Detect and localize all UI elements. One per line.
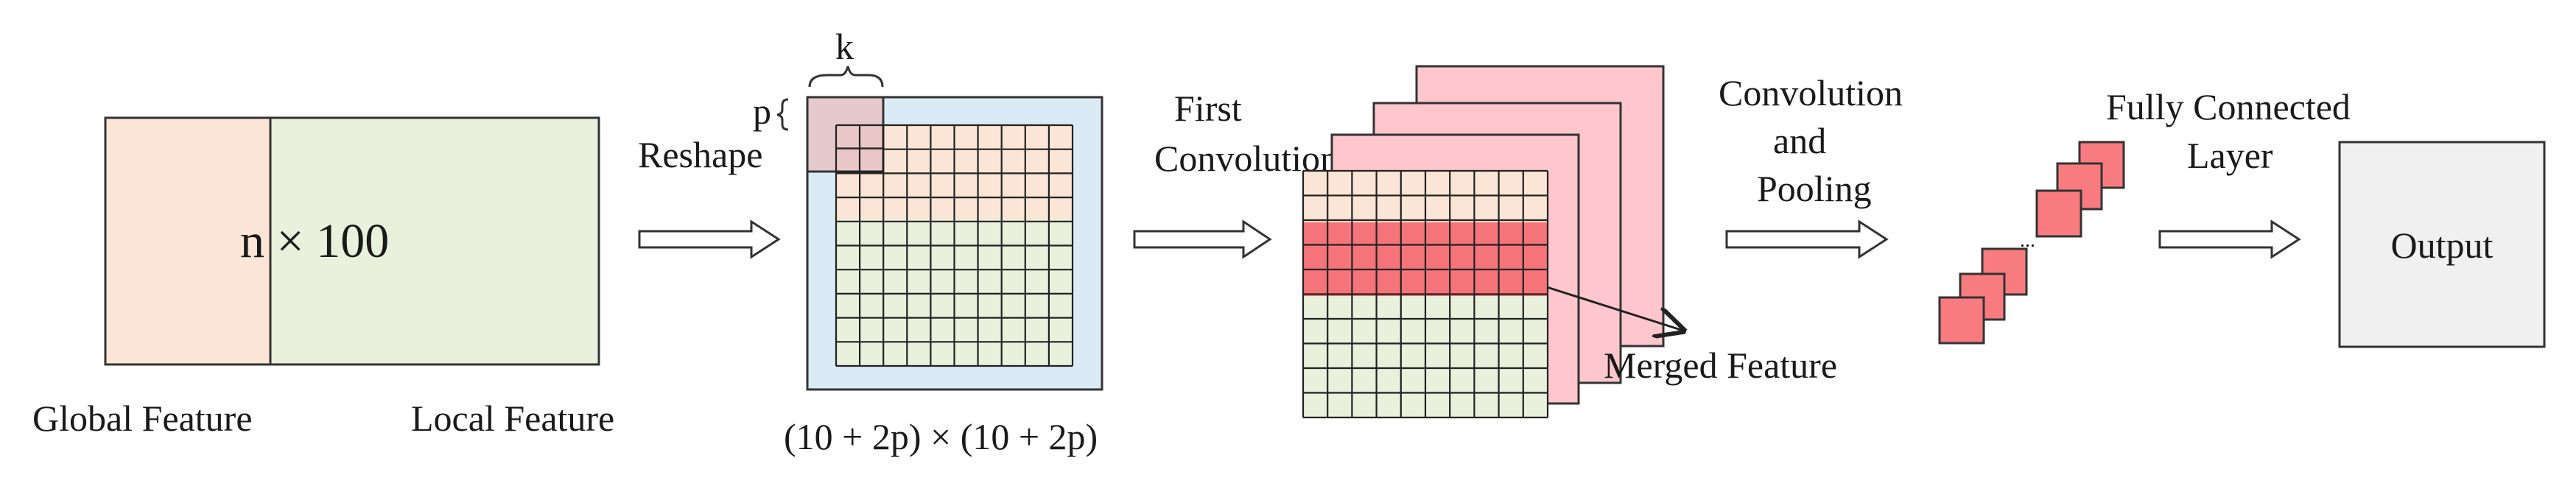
fc-square bbox=[2035, 189, 2082, 238]
output-box bbox=[2338, 141, 2546, 348]
feature-map-stack: Merged Feature bbox=[1302, 65, 1837, 419]
kernel-label: k bbox=[835, 26, 854, 67]
global-feature-caption: Global Feature bbox=[32, 398, 253, 439]
front-grid-lines bbox=[1302, 169, 1549, 419]
first-convolution-label-line1: First bbox=[1174, 88, 1242, 129]
conv-pool-label-line2: and bbox=[1773, 120, 1826, 161]
conv-pool-arrow: Convolution and Pooling bbox=[1719, 72, 1903, 259]
merged-feature-label: Merged Feature bbox=[1604, 345, 1837, 386]
fc-ellipsis: ... bbox=[2020, 229, 2035, 252]
hollow-arrow bbox=[1725, 219, 1889, 259]
hollow-arrow bbox=[1133, 219, 1272, 259]
kernel-window bbox=[806, 96, 885, 173]
kernel-grid-lines bbox=[835, 124, 885, 173]
merged-feature-pointer bbox=[1546, 286, 1683, 331]
padding-brace bbox=[776, 98, 789, 131]
conv-pool-label-line3: Pooling bbox=[1757, 168, 1872, 209]
hollow-arrow bbox=[2158, 219, 2301, 259]
reshape-arrow: Reshape bbox=[638, 134, 781, 259]
padding-label: p bbox=[753, 91, 771, 132]
output-label: Output bbox=[2391, 225, 2493, 266]
fully-connected-label-line1: Fully Connected bbox=[2106, 86, 2351, 127]
local-feature-region bbox=[269, 116, 600, 366]
global-feature-region bbox=[104, 116, 272, 366]
conv-pool-label-line1: Convolution bbox=[1719, 72, 1903, 113]
hollow-arrow bbox=[638, 219, 781, 259]
padded-size-caption: (10 + 2p) × (10 + 2p) bbox=[784, 416, 1098, 457]
input-feature-block: n × 100 Global Feature Local Feature bbox=[32, 116, 614, 439]
output-arrow bbox=[2158, 219, 2301, 259]
padded-input-grid: k p (10 + 2p) × (10 + 2p) bbox=[753, 26, 1103, 457]
output-block: Output bbox=[2338, 141, 2546, 348]
reshape-label: Reshape bbox=[638, 134, 762, 175]
fc-square bbox=[1938, 296, 1985, 345]
fully-connected-label-line2: Layer bbox=[2187, 135, 2273, 176]
input-dimension-label: n × 100 bbox=[240, 214, 389, 268]
kernel-brace bbox=[808, 66, 884, 88]
fully-connected-squares: ... Fully Connected Layer bbox=[1938, 86, 2351, 345]
local-feature-caption: Local Feature bbox=[411, 398, 614, 439]
